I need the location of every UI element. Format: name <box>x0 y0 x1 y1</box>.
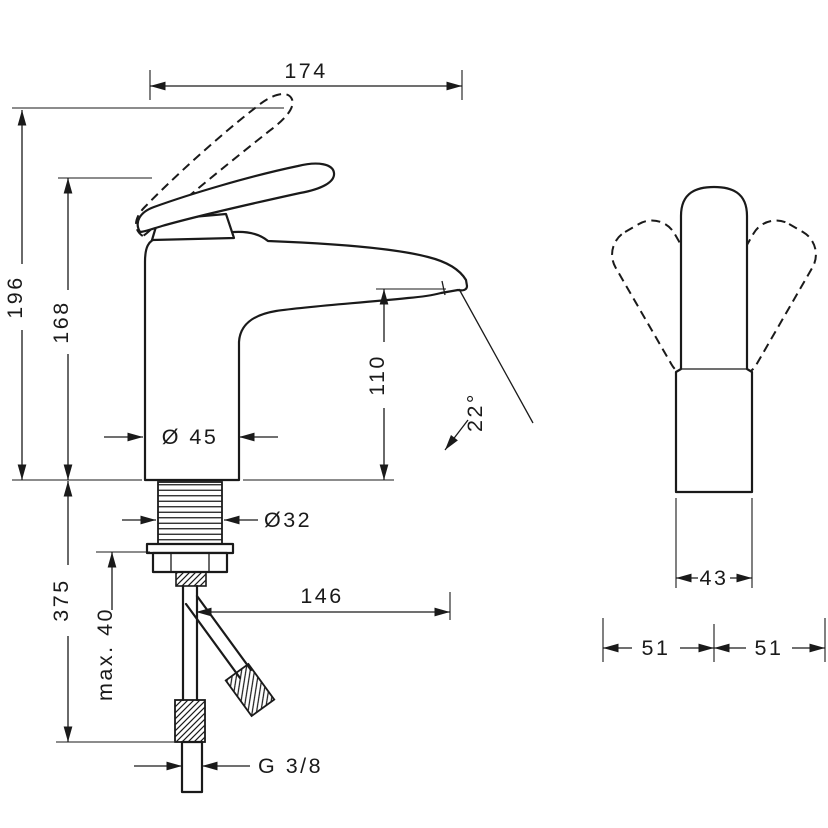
hose-connector-diagonal <box>224 662 276 718</box>
faucet-side-view <box>611 185 817 494</box>
dim-43: 43 <box>675 498 753 590</box>
dim-110-label: 110 <box>365 354 389 396</box>
dim-174: 174 <box>149 59 463 100</box>
handle-swing-left-dashed <box>611 219 735 379</box>
mounting-nut <box>151 551 229 574</box>
side-view-dimensions: 43 51 51 <box>602 498 826 662</box>
connection-pipe <box>180 740 204 794</box>
dim-g38-label: G 3/8 <box>258 754 323 778</box>
dim-shaft-diameter: Ø32 <box>122 508 312 532</box>
aerator-line <box>441 280 446 296</box>
dim-51-right-label: 51 <box>755 636 784 660</box>
dim-32-label: Ø32 <box>264 508 312 532</box>
threaded-shaft <box>157 481 223 545</box>
dim-thread: G 3/8 <box>134 754 323 778</box>
dim-51-left-label: 51 <box>642 636 671 660</box>
hose-connector-vertical <box>174 699 206 743</box>
supply-hose-vertical <box>181 584 199 702</box>
dim-max40-label: max. 40 <box>93 607 117 701</box>
dim-45-label: Ø 45 <box>162 425 219 449</box>
nut-flats <box>170 553 210 572</box>
dim-196-label: 196 <box>3 275 27 318</box>
front-view-dimensions: 174 196 168 110 Ø 45 <box>3 59 534 778</box>
dim-168-label: 168 <box>49 300 73 343</box>
handle-open-position-dashed <box>135 93 294 237</box>
side-body <box>674 185 754 494</box>
dim-angle: 22° <box>444 288 534 451</box>
dim-375: 375 <box>49 481 174 743</box>
dim-174-label: 174 <box>284 59 327 83</box>
hose-fitting <box>175 571 207 587</box>
dim-51-51: 51 51 <box>602 618 826 662</box>
dim-146-label: 146 <box>300 584 343 608</box>
supply-hose-diagonal <box>184 594 253 680</box>
dim-168: 168 <box>49 177 152 480</box>
dim-body-diameter: Ø 45 <box>104 425 278 449</box>
washer <box>145 542 235 555</box>
dim-196: 196 <box>3 107 284 480</box>
dim-22-label: 22° <box>463 392 487 432</box>
dim-110: 110 <box>365 288 446 480</box>
dim-43-label: 43 <box>700 566 729 590</box>
dim-146: 146 <box>196 584 451 620</box>
dim-375-label: 375 <box>49 578 73 621</box>
handle-lever <box>136 162 336 234</box>
dim-max-40: max. 40 <box>93 551 150 701</box>
